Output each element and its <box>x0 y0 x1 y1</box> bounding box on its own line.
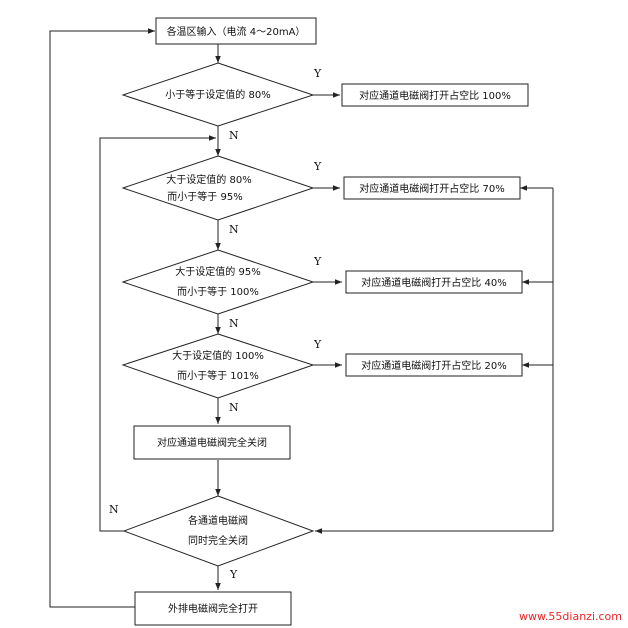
input-label: 各温区输入（电流 4～20mA） <box>167 25 306 38</box>
edge-exhaust-loop-back <box>49 28 155 608</box>
result-100-label: 对应通道电磁阀打开占空比 100% <box>359 89 511 102</box>
no-label-4: N <box>229 401 239 414</box>
no-label-2: N <box>229 223 239 236</box>
yes-label-1: Y <box>313 67 322 80</box>
decision-all-closed-line1: 各通道电磁阀 <box>188 514 248 527</box>
no-label-5: N <box>109 503 119 516</box>
decision-95-100-line1: 大于设定值的 95% <box>175 265 260 278</box>
close-channel-box <box>133 425 291 460</box>
decision-95-100-line2: 而小于等于 100% <box>177 285 259 298</box>
yes-label-2: Y <box>313 160 322 173</box>
result-20-label: 对应通道电磁阀打开占空比 20% <box>361 359 506 372</box>
input-box <box>155 17 317 45</box>
decision-all-closed <box>122 495 315 567</box>
yes-label-5: Y <box>229 568 238 581</box>
decision-all-closed-line2: 同时完全关闭 <box>188 534 248 547</box>
result-40-label: 对应通道电磁阀打开占空比 40% <box>361 276 506 289</box>
close-channel-label: 对应通道电磁阀完全关闭 <box>157 436 267 449</box>
edge-d5-loop-back <box>99 135 216 532</box>
exhaust-open-label: 外排电磁阀完全打开 <box>168 602 258 615</box>
exhaust-open-box <box>134 591 292 626</box>
no-label-1: N <box>229 129 239 142</box>
no-label-3: N <box>229 317 239 330</box>
decision-80-95-line1: 大于设定值的 80% <box>166 173 251 186</box>
decision-100-101 <box>121 333 315 399</box>
result-70-box <box>343 176 521 200</box>
decision-le-80 <box>121 62 315 127</box>
yes-label-3: Y <box>313 255 322 268</box>
decision-95-100 <box>121 249 315 315</box>
decision-80-95-line2: 而小于等于 95% <box>167 190 242 203</box>
result-20-box <box>345 353 523 377</box>
result-100-box <box>341 83 529 107</box>
decision-100-101-line2: 而小于等于 101% <box>177 369 259 382</box>
watermark-text: www.55dianzi.com <box>519 610 622 623</box>
result-40-box <box>345 270 523 294</box>
decision-le-80-label: 小于等于设定值的 80% <box>165 88 270 101</box>
result-70-label: 对应通道电磁阀打开占空比 70% <box>359 182 504 195</box>
decision-80-95 <box>121 155 315 221</box>
yes-label-4: Y <box>313 338 322 351</box>
decision-100-101-line1: 大于设定值的 100% <box>172 349 264 362</box>
